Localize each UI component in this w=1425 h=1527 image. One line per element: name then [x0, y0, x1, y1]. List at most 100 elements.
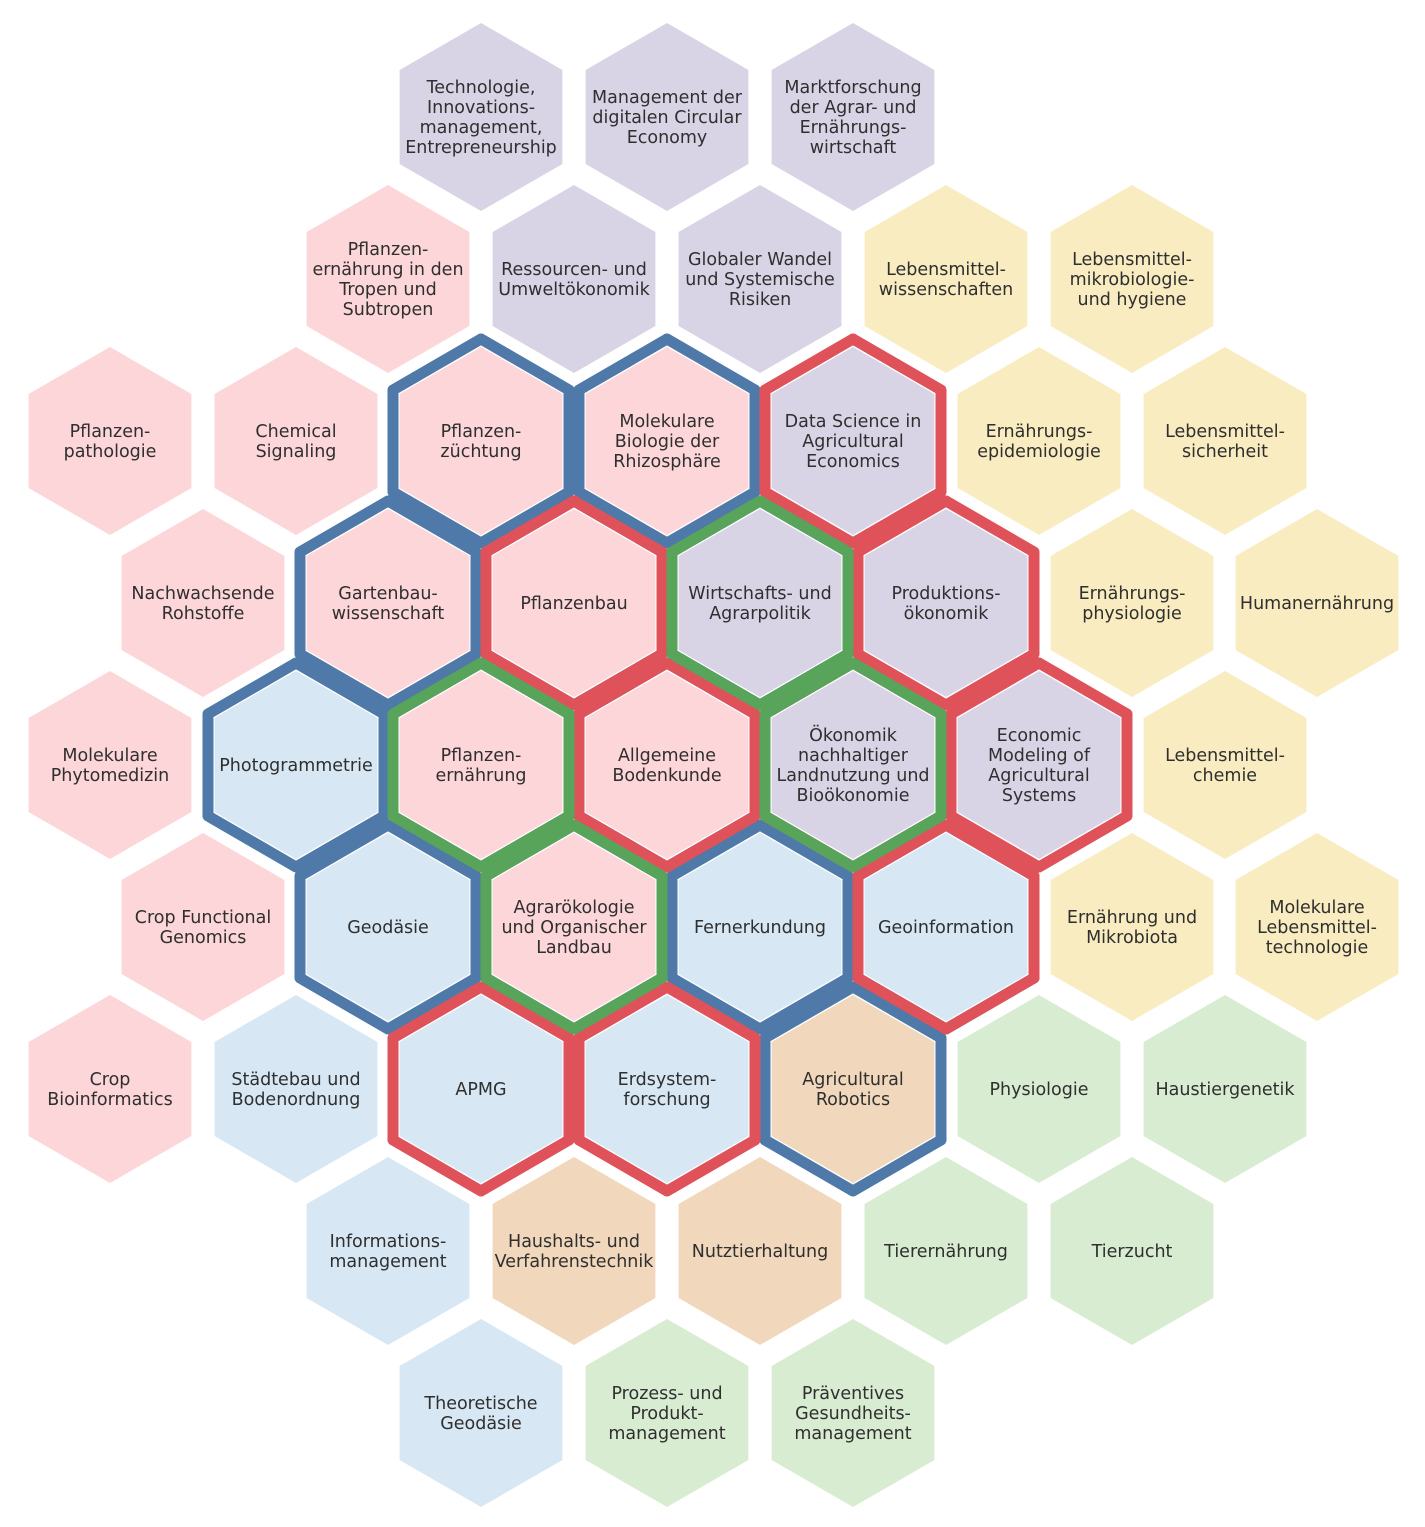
hexagon-label-line: und Organischer — [501, 918, 647, 938]
hexagon-haustiergenetik: Haustiergenetik — [1143, 995, 1307, 1183]
hexagon-label-line: Verfahrenstechnik — [495, 1252, 655, 1272]
hexagon-label-line: Geodäsie — [440, 1414, 522, 1434]
hexagon-shape — [771, 23, 935, 211]
hexagon-label-line: und Systemische — [685, 270, 835, 290]
hexagon-label-line: Data Science in — [785, 412, 922, 432]
hexagon-label-line: Economic — [997, 726, 1082, 746]
hexagon-label: Lebensmittel-mikrobiologie-und hygiene — [1070, 250, 1195, 310]
hexagon-label-line: Risiken — [729, 290, 791, 310]
hexagon-lebensmittelmikrobiologie: Lebensmittel-mikrobiologie-und hygiene — [1050, 185, 1214, 373]
hexagon-label-line: Haustiergenetik — [1155, 1080, 1295, 1100]
hexagon-label: Pflanzenbau — [520, 594, 627, 614]
hexagon-label-line: Präventives — [802, 1384, 904, 1404]
hexagon-label-line: Molekulare — [619, 412, 714, 432]
hexagon-label-line: Nutztierhaltung — [692, 1242, 828, 1262]
hexagon-label-line: Robotics — [816, 1090, 890, 1110]
hexagon-shape — [121, 509, 285, 697]
hexagon-shape — [1050, 833, 1214, 1021]
hexagon-label-line: Rohstoffe — [162, 604, 245, 624]
hexagon-label-line: Ernährungs- — [986, 422, 1093, 442]
hexagon-label: Ernährungs-physiologie — [1079, 584, 1186, 624]
hexagon-label: Gartenbau-wissenschaft — [332, 584, 445, 624]
hexagon-shape — [771, 1319, 935, 1507]
hexagon-shape — [864, 509, 1028, 697]
hexagon-label-line: der Agrar- und — [790, 98, 917, 118]
hexagon-label-line: Städtebau und — [231, 1070, 360, 1090]
hexagon-lebensmittelchemie: Lebensmittel-chemie — [1143, 671, 1307, 859]
hexagon-shape — [306, 509, 470, 697]
hexagon-shape — [585, 347, 749, 535]
hexagon-shape — [399, 1319, 563, 1507]
hexagon-label-line: technologie — [1266, 938, 1368, 958]
hexagon-shape — [306, 185, 470, 373]
hexagon-label-line: Bioinformatics — [47, 1090, 173, 1110]
hexagon-shape — [864, 833, 1028, 1021]
hexagon-label-line: züchtung — [440, 442, 521, 462]
hexagon-label-line: nachhaltiger — [798, 746, 909, 766]
hexagon-shape — [864, 185, 1028, 373]
hexagon-label: Photogrammetrie — [219, 756, 373, 776]
hexagon-shape — [28, 671, 192, 859]
hexagon-label-line: Agricultural — [802, 1070, 903, 1090]
hexagon-label-line: management, — [420, 118, 543, 138]
hexagon-shape — [492, 185, 656, 373]
hexagon-geodaesie: Geodäsie — [306, 833, 470, 1021]
hexagon-label: Lebensmittel-chemie — [1165, 746, 1285, 786]
hexagon-label: Pflanzen-pathologie — [64, 422, 157, 462]
hexagon-label: Lebensmittel-sicherheit — [1165, 422, 1285, 462]
hexagon-label-line: Tierernährung — [883, 1242, 1008, 1262]
hexagon-ernaehrungsphysiologie: Ernährungs-physiologie — [1050, 509, 1214, 697]
hexagon-label: Produktions-ökonomik — [891, 584, 1000, 624]
hexagon-label-line: Geodäsie — [347, 918, 429, 938]
hexagon-shape — [399, 995, 563, 1183]
hexagon-label: Nutztierhaltung — [692, 1242, 828, 1262]
hexagon-label-line: Genomics — [160, 928, 247, 948]
hexagon-shape — [492, 1157, 656, 1345]
hexagon-label: Geodäsie — [347, 918, 429, 938]
hexagon-label-line: chemie — [1193, 766, 1257, 786]
hexagon-label-line: Agrarökologie — [513, 898, 634, 918]
hexagon-label: APMG — [455, 1080, 506, 1100]
hexagon-label-line: forschung — [623, 1090, 710, 1110]
hexagon-label-line: Landnutzung und — [776, 766, 929, 786]
hexagon-label-line: Ökonomik — [809, 724, 898, 746]
hexagon-label-line: Systems — [1002, 786, 1076, 806]
hexagon-label-line: Technologie, — [426, 78, 536, 98]
hexagon-label-line: Rhizosphäre — [613, 452, 721, 472]
hexagon-label: Physiologie — [990, 1080, 1089, 1100]
hexagon-label: Tierernährung — [883, 1242, 1008, 1262]
hexagon-produktionsoekonomik: Produktions-ökonomik — [864, 509, 1028, 697]
hexagon-label-line: Informations- — [330, 1232, 447, 1252]
hexagon-label-line: Wirtschafts- und — [688, 584, 831, 604]
hexagon-pflanzenpathologie: Pflanzen-pathologie — [28, 347, 192, 535]
hexagon-shape — [585, 671, 749, 859]
hexagon-label: Fernerkundung — [694, 918, 826, 938]
hexagon-apmg: APMG — [399, 995, 563, 1183]
hexagon-geoinformation: Geoinformation — [864, 833, 1028, 1021]
